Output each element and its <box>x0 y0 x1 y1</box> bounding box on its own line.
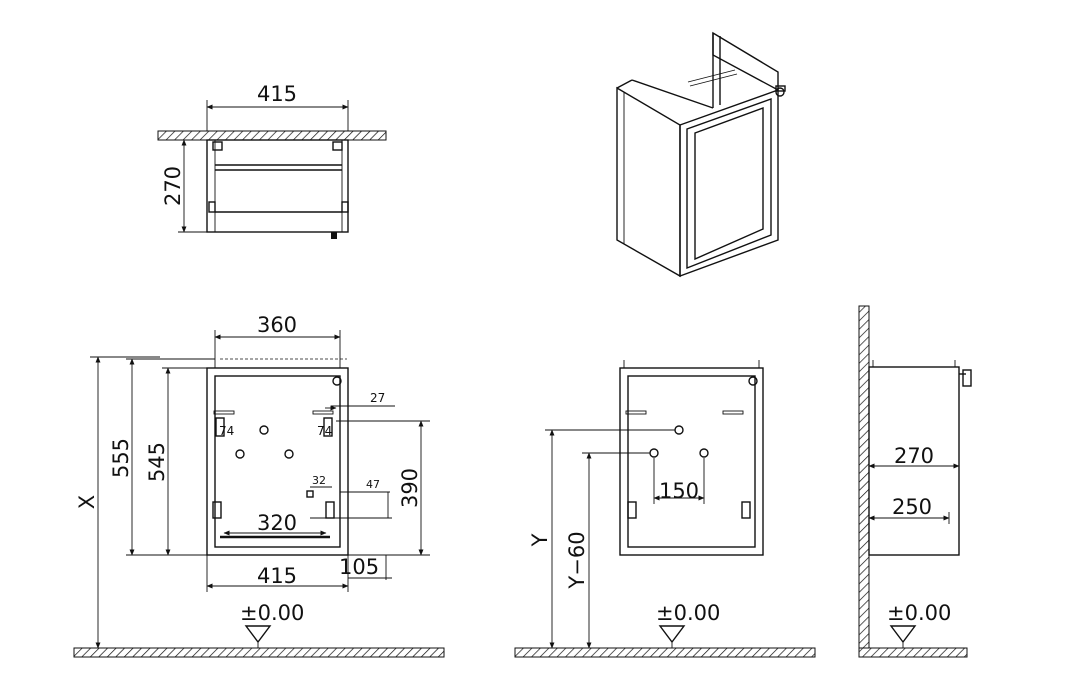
rear-level-label: ±0.00 <box>656 601 720 625</box>
rear-150-label: 150 <box>659 479 699 503</box>
front-415-label: 415 <box>257 564 297 588</box>
top-depth-label: 270 <box>161 166 185 206</box>
front-outer-frame <box>206 367 349 556</box>
front-320-label: 320 <box>257 511 297 535</box>
rear-y-label: Y <box>528 533 552 547</box>
rear-view: 150 Y Y−60 ±0.00 <box>514 360 816 658</box>
isometric-view <box>616 31 786 278</box>
front-360-label: 360 <box>257 313 297 337</box>
top-width-label: 415 <box>257 82 297 106</box>
rear-outer-frame <box>619 367 764 556</box>
front-x-label: X <box>75 495 99 509</box>
front-inner-frame <box>214 375 341 548</box>
top-view: 415 270 <box>157 82 387 239</box>
front-level-label: ±0.00 <box>240 601 304 625</box>
iso-back-panel <box>712 31 779 92</box>
front-floor <box>73 647 445 658</box>
side-wall <box>858 305 870 649</box>
side-level-label: ±0.00 <box>887 601 951 625</box>
rear-inner-frame <box>627 375 756 548</box>
iso-waste-fitting <box>775 87 785 97</box>
front-390-label: 390 <box>398 468 422 508</box>
front-555-label: 555 <box>109 438 133 478</box>
front-47-label: 47 <box>366 478 380 491</box>
rear-floor <box>514 647 816 658</box>
side-view: 270 250 ±0.00 <box>858 305 972 658</box>
front-74-left: 74 <box>219 424 234 438</box>
front-27-label: 27 <box>370 391 385 405</box>
front-waste-hole <box>332 376 342 386</box>
side-floor <box>858 647 968 658</box>
iso-side-panel <box>616 86 681 278</box>
front-view: 360 74 74 27 390 32 47 320 105 415 <box>73 313 445 658</box>
front-74-right: 74 <box>317 424 332 438</box>
iso-front-door <box>679 89 779 278</box>
side-cabinet <box>868 366 960 556</box>
side-270-label: 270 <box>894 444 934 468</box>
front-545-label: 545 <box>145 442 169 482</box>
rear-y60-label: Y−60 <box>565 531 589 589</box>
side-250-label: 250 <box>892 495 932 519</box>
countertop-slab <box>157 130 387 141</box>
front-105-label: 105 <box>339 555 379 579</box>
front-32-label: 32 <box>312 474 326 487</box>
rear-waste-hole <box>748 376 758 386</box>
cabinet-body-top <box>206 139 349 233</box>
